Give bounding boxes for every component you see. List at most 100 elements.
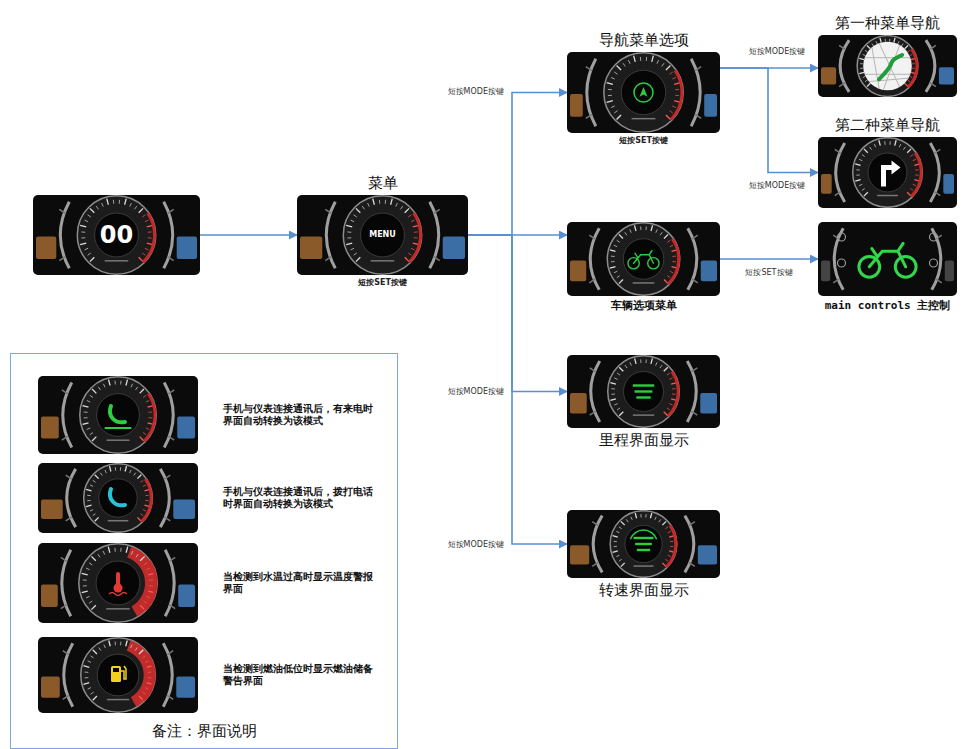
dashboard-screen [38, 637, 198, 713]
gauge-tick [99, 648, 101, 651]
gauge-tick [907, 149, 911, 153]
redline-arc [671, 70, 682, 119]
info-line [633, 282, 655, 284]
dashboard-screen [818, 137, 957, 208]
gauge-tick [93, 650, 97, 654]
redline-arc [142, 479, 152, 522]
gauge-tick [856, 169, 859, 170]
readout-bar [635, 390, 653, 392]
range-bar [701, 260, 717, 281]
gauge-tick [120, 467, 121, 470]
gauge-tick [139, 208, 143, 212]
gauge-tick [405, 208, 409, 212]
gauge-tick [93, 514, 96, 516]
gauge-tick [910, 155, 913, 157]
gauge-tick [346, 225, 352, 227]
info-line [877, 195, 898, 197]
gauge-tick [85, 677, 89, 678]
gauge-tick [83, 585, 87, 586]
gauge-tick [86, 596, 90, 598]
gauge-tick [859, 159, 862, 160]
gauge-center [625, 525, 662, 562]
gauge-tick [88, 253, 91, 255]
gauge-tick [82, 573, 88, 575]
side-bracket [326, 202, 335, 269]
gauge-tick [864, 192, 868, 196]
control-icon [930, 233, 938, 241]
screen-heading: 导航菜单选项 [599, 31, 689, 49]
gauge-tick [619, 527, 622, 529]
gauge-tick [125, 466, 126, 471]
gauge-tick [82, 591, 88, 593]
gauge-tick [145, 661, 148, 663]
gauge-tick [669, 404, 672, 406]
bracket-curl [168, 209, 174, 260]
gauge-face [81, 638, 155, 712]
gauge-tick [351, 220, 355, 222]
edge-label: 短按MODE按键 [447, 87, 505, 97]
gauge-tick [876, 41, 877, 44]
gauge-tick [631, 517, 632, 520]
gauge-tick [140, 389, 144, 393]
gauge-tick [670, 541, 673, 542]
gauge-tick [617, 240, 620, 242]
gauge-tick [651, 358, 652, 364]
gauge-tick [616, 531, 619, 532]
screen-node: 当检测到水温过高时显示温度警报界面 [38, 543, 383, 623]
side-bracket [160, 469, 169, 527]
gauge-center [361, 213, 405, 257]
bracket-curl [66, 475, 72, 521]
gauge-tick [664, 234, 668, 238]
gauge-tick [666, 115, 670, 119]
bracket-curl [691, 368, 697, 415]
bracket-curl [835, 149, 841, 195]
gauge-tick [657, 60, 659, 64]
gauge-tick [614, 72, 617, 74]
gauge-tick [635, 513, 636, 518]
gauge-tick [910, 76, 913, 77]
gauge-center [623, 371, 663, 411]
info-line [371, 260, 395, 262]
gauge-tick [136, 387, 138, 390]
gauge-tick [670, 72, 673, 74]
gauge-tick [119, 200, 120, 204]
gauge-tick [625, 232, 627, 235]
gauge-tick [865, 80, 867, 82]
gauge-face [79, 544, 157, 622]
gauge-tick [143, 433, 146, 435]
gauge-tick [652, 56, 654, 62]
gauge-tick [131, 384, 133, 387]
bracket-curl [63, 651, 69, 700]
gauge-face [857, 36, 918, 97]
gauge-tick [90, 208, 94, 212]
redline-arc [409, 213, 420, 262]
gauge-tick [143, 485, 146, 486]
control-icon [838, 259, 846, 267]
gauge-tick [617, 373, 620, 375]
gauge-tick [621, 563, 625, 567]
gauge-tick [645, 359, 646, 363]
bracket-curl [692, 235, 698, 283]
side-bracket [926, 40, 935, 92]
flow-arrow [200, 234, 297, 236]
gauge-tick [855, 180, 860, 181]
gauge-tick [81, 231, 85, 232]
speed-readout: 00 [100, 221, 133, 250]
flow-arrow [720, 68, 818, 173]
side-bracket [430, 202, 439, 269]
range-bar [177, 237, 197, 259]
gauge-tick [85, 248, 89, 250]
gauge-tick [92, 437, 96, 441]
side-bracket [67, 469, 76, 527]
fuel-hose [121, 666, 126, 679]
range-bar [570, 545, 589, 564]
gauge-tick [651, 225, 653, 231]
range-bar [700, 393, 717, 413]
side-bracket [64, 643, 73, 706]
map-road [872, 47, 879, 88]
screen-frame [567, 222, 720, 296]
gauge-tick [126, 640, 128, 646]
gauge-tick [880, 38, 881, 43]
bracket-curl [434, 209, 440, 260]
